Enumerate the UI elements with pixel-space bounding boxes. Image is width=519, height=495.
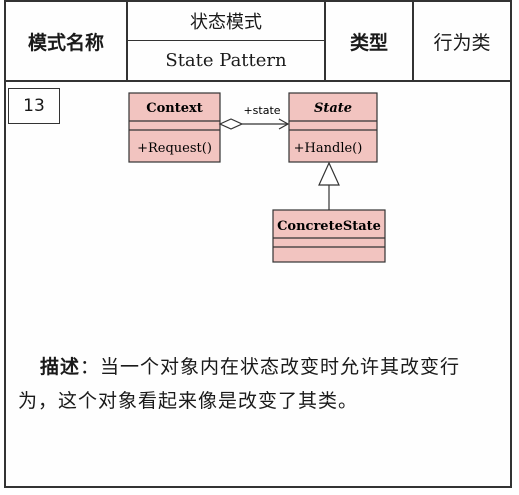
concrete-state-class-name: ConcreteState (277, 219, 381, 234)
association-role-label: +state (243, 104, 280, 117)
pattern-name-cn: 状态模式 (128, 2, 324, 41)
header-table: 模式名称 状态模式 State Pattern 类型 行为类 (6, 2, 510, 82)
type-label-text: 类型 (349, 31, 388, 54)
state-class-name: State (314, 101, 352, 116)
context-class-name: Context (146, 101, 203, 116)
generalization-arrow (318, 161, 340, 210)
description-separator: ： (80, 356, 101, 378)
state-handle-method: +Handle() (294, 141, 363, 156)
aggregation-association: +state (218, 104, 290, 130)
type-value: 行为类 (414, 2, 510, 80)
description-text: 当一个对象内在状态改变时允许其改变行为，这个对象看起来像是改变了其类。 (18, 356, 461, 412)
description: 描述：当一个对象内在状态改变时允许其改变行为，这个对象看起来像是改变了其类。 (18, 350, 488, 418)
type-label: 类型 (326, 2, 414, 80)
context-request-method: +Request() (137, 141, 212, 156)
concrete-state-class: ConcreteState (272, 209, 386, 263)
description-label: 描述 (40, 356, 81, 378)
state-class: State +Handle() (288, 92, 378, 163)
pattern-name-label-text: 模式名称 (27, 31, 104, 54)
pattern-number: 13 (8, 88, 60, 124)
pattern-card: 模式名称 状态模式 State Pattern 类型 行为类 (4, 0, 512, 488)
context-class: Context +Request() (128, 92, 221, 163)
pattern-name-label: 模式名称 (6, 2, 128, 80)
pattern-name-en: State Pattern (165, 50, 287, 71)
type-value-text: 行为类 (433, 31, 491, 54)
pattern-name-cell: 状态模式 State Pattern (128, 2, 326, 80)
